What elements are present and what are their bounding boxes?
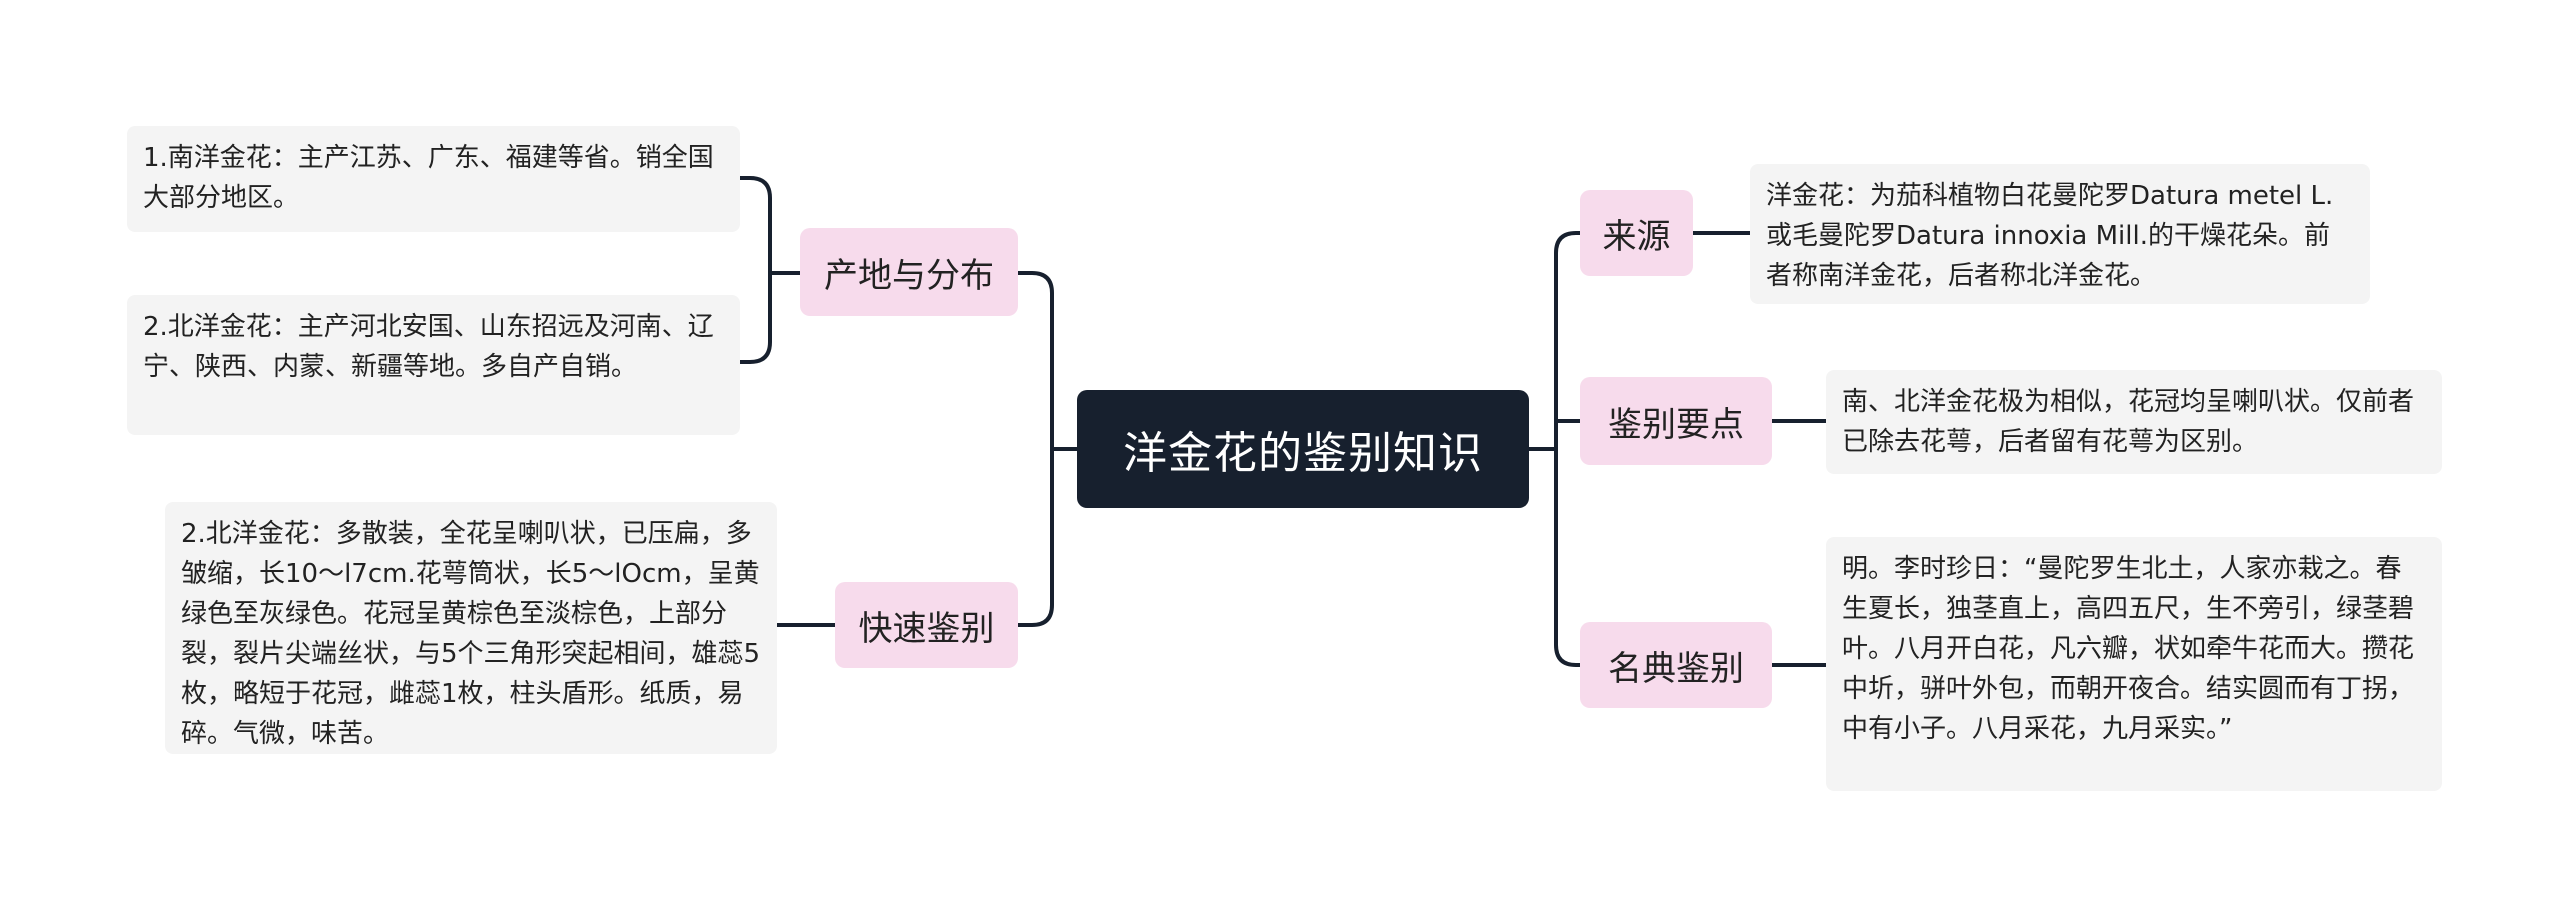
- topic-quick-identification[interactable]: 快速鉴别: [835, 582, 1018, 668]
- connector-root-classics: [1554, 447, 1582, 667]
- connector-origin-south: [738, 176, 772, 275]
- leaf-south-yangjinhua-origin[interactable]: 1.南洋金花：主产江苏、广东、福建等省。销全国大部分地区。: [127, 126, 740, 232]
- topic-classic-identification[interactable]: 名典鉴别: [1580, 622, 1772, 708]
- connector-root-source: [1554, 231, 1582, 451]
- leaf-source-description[interactable]: 洋金花：为茄科植物白花曼陀罗Datura metel L.或毛曼陀罗Datura…: [1750, 164, 2370, 304]
- topic-key-points[interactable]: 鉴别要点: [1580, 377, 1772, 465]
- leaf-north-yangjinhua-quick[interactable]: 2.北洋金花：多散装，全花呈喇叭状，已压扁，多皱缩，长10～l7cm.花萼筒状，…: [165, 502, 777, 754]
- connector-root-quick: [1016, 447, 1054, 627]
- leaf-classic-description[interactable]: 明。李时珍日：“曼陀罗生北土，人家亦栽之。春生夏长，独茎直上，高四五尺，生不旁引…: [1826, 537, 2442, 791]
- topic-origin-distribution[interactable]: 产地与分布: [800, 228, 1018, 316]
- leaf-north-yangjinhua-origin[interactable]: 2.北洋金花：主产河北安国、山东招远及河南、辽宁、陕西、内蒙、新疆等地。多自产自…: [127, 295, 740, 435]
- topic-source[interactable]: 来源: [1580, 190, 1693, 276]
- leaf-key-points-description[interactable]: 南、北洋金花极为相似，花冠均呈喇叭状。仅前者已除去花萼，后者留有花萼为区别。: [1826, 370, 2442, 474]
- connector-root-origin: [1016, 271, 1054, 451]
- root-topic[interactable]: 洋金花的鉴别知识: [1077, 390, 1529, 508]
- connector-origin-north: [738, 271, 772, 364]
